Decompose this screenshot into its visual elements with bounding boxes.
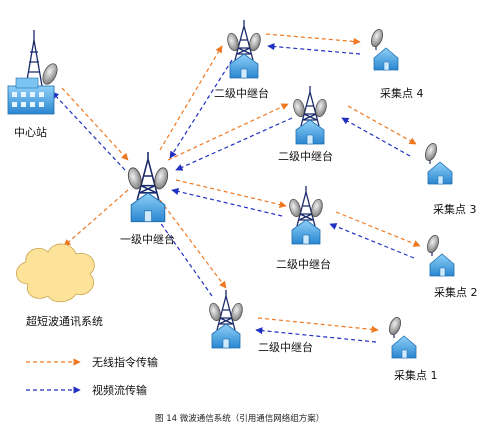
- collection-point-4-icon: [368, 27, 399, 71]
- legend-video-label: 视频流传输: [92, 383, 147, 397]
- level1-relay-label: 一级中继台: [120, 232, 175, 246]
- figure-caption: 图 14 微波通信系统（引用通信网络组方案）: [155, 413, 324, 424]
- link-video-point2-to-relay-c: [329, 223, 415, 259]
- links: [51, 33, 421, 343]
- center-station-label: 中心站: [14, 125, 47, 139]
- link-video-relay-a-to-level1: [169, 59, 233, 159]
- link-command-relay-b-to-point3: [347, 105, 417, 145]
- level2-relay-b-icon: [291, 85, 329, 145]
- link-video-relay-c-to-level1: [171, 187, 283, 217]
- collection-point-2-label: 采集点 2: [434, 285, 478, 299]
- link-command-level1-to-relay-c: [175, 179, 287, 209]
- link-command-relay-a-to-point4: [265, 33, 361, 46]
- center-station-icon: [7, 30, 58, 115]
- collection-point-3-icon: [422, 141, 453, 185]
- level2-relay-a-label: 二级中继台: [214, 86, 269, 100]
- link-command-level1-to-relay-d: [159, 199, 227, 289]
- collection-point-4-label: 采集点 4: [380, 86, 424, 100]
- level2-relay-b-label: 二级中继台: [278, 149, 333, 163]
- link-command-level1-to-ultrashort: [63, 189, 129, 247]
- link-command-relay-d-to-point1: [257, 317, 379, 333]
- legend: 无线指令传输 视频流传输: [26, 355, 158, 397]
- link-command-relay-c-to-point2: [335, 211, 421, 247]
- level2-relay-c-label: 二级中继台: [276, 257, 331, 271]
- collection-point-1-icon: [386, 315, 417, 359]
- ultra-short-wave-cloud-icon: [16, 243, 95, 303]
- link-video-point4-to-relay-a: [267, 42, 361, 55]
- collection-point-3-label: 采集点 3: [433, 202, 477, 216]
- level1-relay-icon: [125, 151, 171, 223]
- link-video-point3-to-relay-b: [341, 117, 411, 157]
- level2-relay-d-label: 二级中继台: [258, 340, 313, 354]
- link-command-center-to-level1: [61, 87, 129, 161]
- level2-relay-a-icon: [225, 19, 263, 79]
- link-command-level1-to-relay-a: [159, 45, 223, 151]
- ultra-short-wave-label: 超短波通讯系统: [26, 314, 103, 328]
- link-video-relay-d-to-level1: [149, 207, 213, 297]
- collection-point-2-icon: [424, 233, 455, 277]
- link-video-level1-to-center: [51, 91, 126, 171]
- collection-point-1-label: 采集点 1: [394, 368, 438, 382]
- link-video-point1-to-relay-d: [255, 327, 377, 343]
- legend-command-label: 无线指令传输: [92, 355, 158, 369]
- link-command-level1-to-relay-b: [167, 103, 289, 161]
- level2-relay-c-icon: [287, 185, 325, 245]
- level2-relay-d-icon: [207, 289, 245, 349]
- link-video-relay-b-to-level1: [175, 117, 293, 171]
